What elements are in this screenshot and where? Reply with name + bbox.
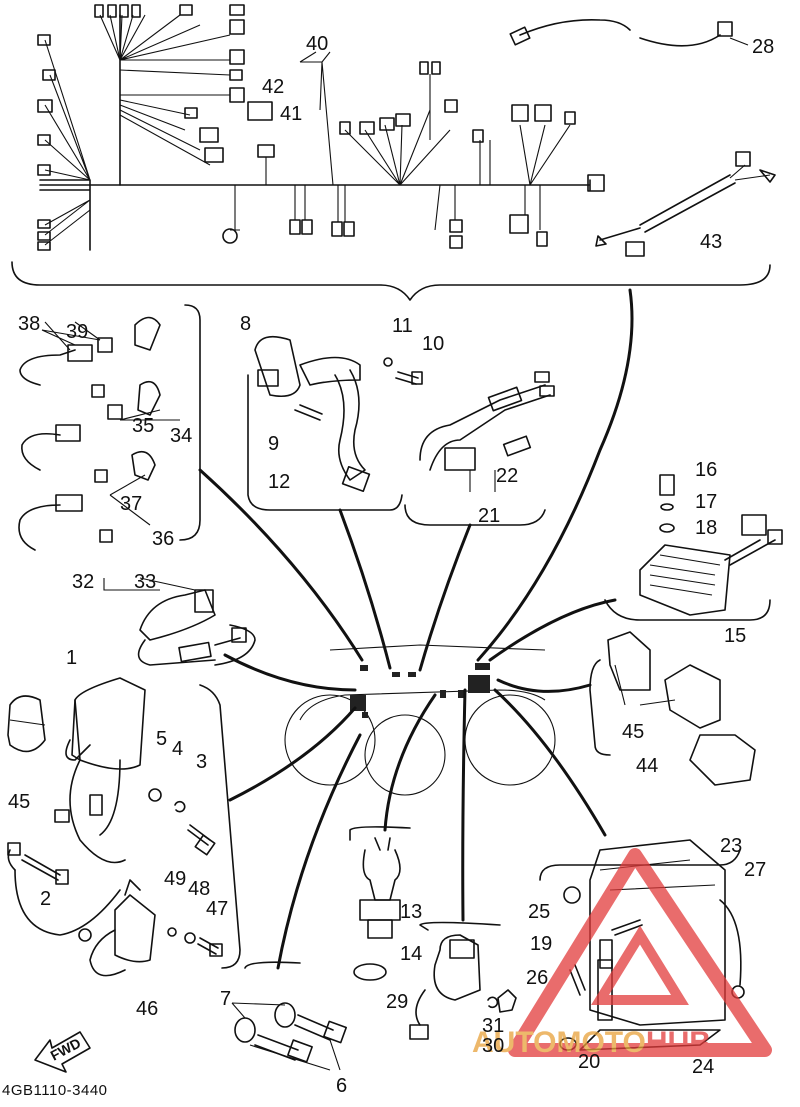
cable-28 (509, 18, 749, 47)
callout-23: 23 (720, 835, 742, 857)
callout-29: 29 (386, 991, 408, 1013)
rectifier-regulator (604, 474, 783, 621)
callout-19: 19 (530, 933, 552, 955)
callout-32: 32 (72, 571, 94, 593)
callout-1: 1 (66, 647, 77, 669)
fwd-arrow: FWD (34, 1031, 91, 1073)
ignition-coil (247, 335, 423, 511)
callout-44: 44 (636, 755, 658, 777)
callout-6: 6 (336, 1075, 347, 1097)
watermark: AUTOMOTOHUB (472, 848, 772, 1059)
callout-5: 5 (156, 728, 167, 750)
callout-31: 31 (482, 1015, 504, 1037)
callout-47: 47 (206, 898, 228, 920)
callout-41: 41 (280, 103, 302, 125)
watermark-triangle (508, 848, 772, 1057)
callout-3: 3 (196, 751, 207, 773)
callout-2: 2 (40, 888, 51, 910)
callout-17: 17 (695, 491, 717, 513)
sensor-group-34-39 (18, 304, 201, 551)
callout-15: 15 (724, 625, 746, 647)
callout-7: 7 (220, 988, 231, 1010)
callout-leaders (44, 51, 676, 1071)
sensor-21-22 (404, 371, 555, 526)
callout-43: 43 (700, 231, 722, 253)
bottom-parts (234, 826, 517, 1063)
callout-38: 38 (18, 313, 40, 335)
drawing-code: 4GB1110-3440 (2, 1082, 108, 1099)
watermark-text-moto: MOTO (556, 1026, 645, 1059)
callout-4: 4 (172, 738, 183, 760)
terminal-covers (589, 631, 756, 786)
callout-26: 26 (526, 967, 548, 989)
callout-33: 33 (134, 571, 156, 593)
callout-13: 13 (400, 901, 422, 923)
neutral-switch-32-33 (137, 589, 256, 666)
callout-36: 36 (152, 528, 174, 550)
cable-43 (595, 151, 776, 257)
callout-8: 8 (240, 313, 251, 335)
callout-40: 40 (306, 33, 328, 55)
callout-34: 34 (170, 425, 192, 447)
leader-lines (198, 288, 634, 970)
callout-37: 37 (120, 493, 142, 515)
callout-35: 35 (132, 415, 154, 437)
callout-20: 20 (578, 1051, 600, 1073)
callout-24: 24 (692, 1056, 714, 1078)
callout-46: 46 (136, 998, 158, 1020)
callout-21: 21 (478, 505, 500, 527)
callout-14: 14 (400, 943, 422, 965)
callout-9: 9 (268, 433, 279, 455)
callout-28: 28 (752, 36, 774, 58)
callout-16: 16 (695, 459, 717, 481)
watermark-text-auto: AUTO (472, 1026, 556, 1059)
callout-27: 27 (744, 859, 766, 881)
callout-18: 18 (695, 517, 717, 539)
wire-harness (11, 4, 771, 301)
callout-25: 25 (528, 901, 550, 923)
fwd-label: FWD (48, 1035, 84, 1064)
watermark-text: AUTOMOTOHUB (472, 1026, 711, 1059)
callout-30: 30 (482, 1035, 504, 1057)
callout-11: 11 (392, 315, 413, 337)
callout-48: 48 (188, 878, 210, 900)
watermark-text-hub: HUB (646, 1026, 711, 1059)
callout-12: 12 (268, 471, 290, 493)
cdi-unit (7, 677, 241, 977)
callout-42: 42 (262, 76, 284, 98)
callout-22: 22 (496, 465, 518, 487)
callout-39: 39 (66, 321, 88, 343)
callout-49: 49 (164, 868, 186, 890)
callout-10: 10 (422, 333, 444, 355)
callout-45: 45 (622, 721, 644, 743)
watermark-inner-triangle (591, 925, 689, 1005)
callout-45: 45 (8, 791, 30, 813)
